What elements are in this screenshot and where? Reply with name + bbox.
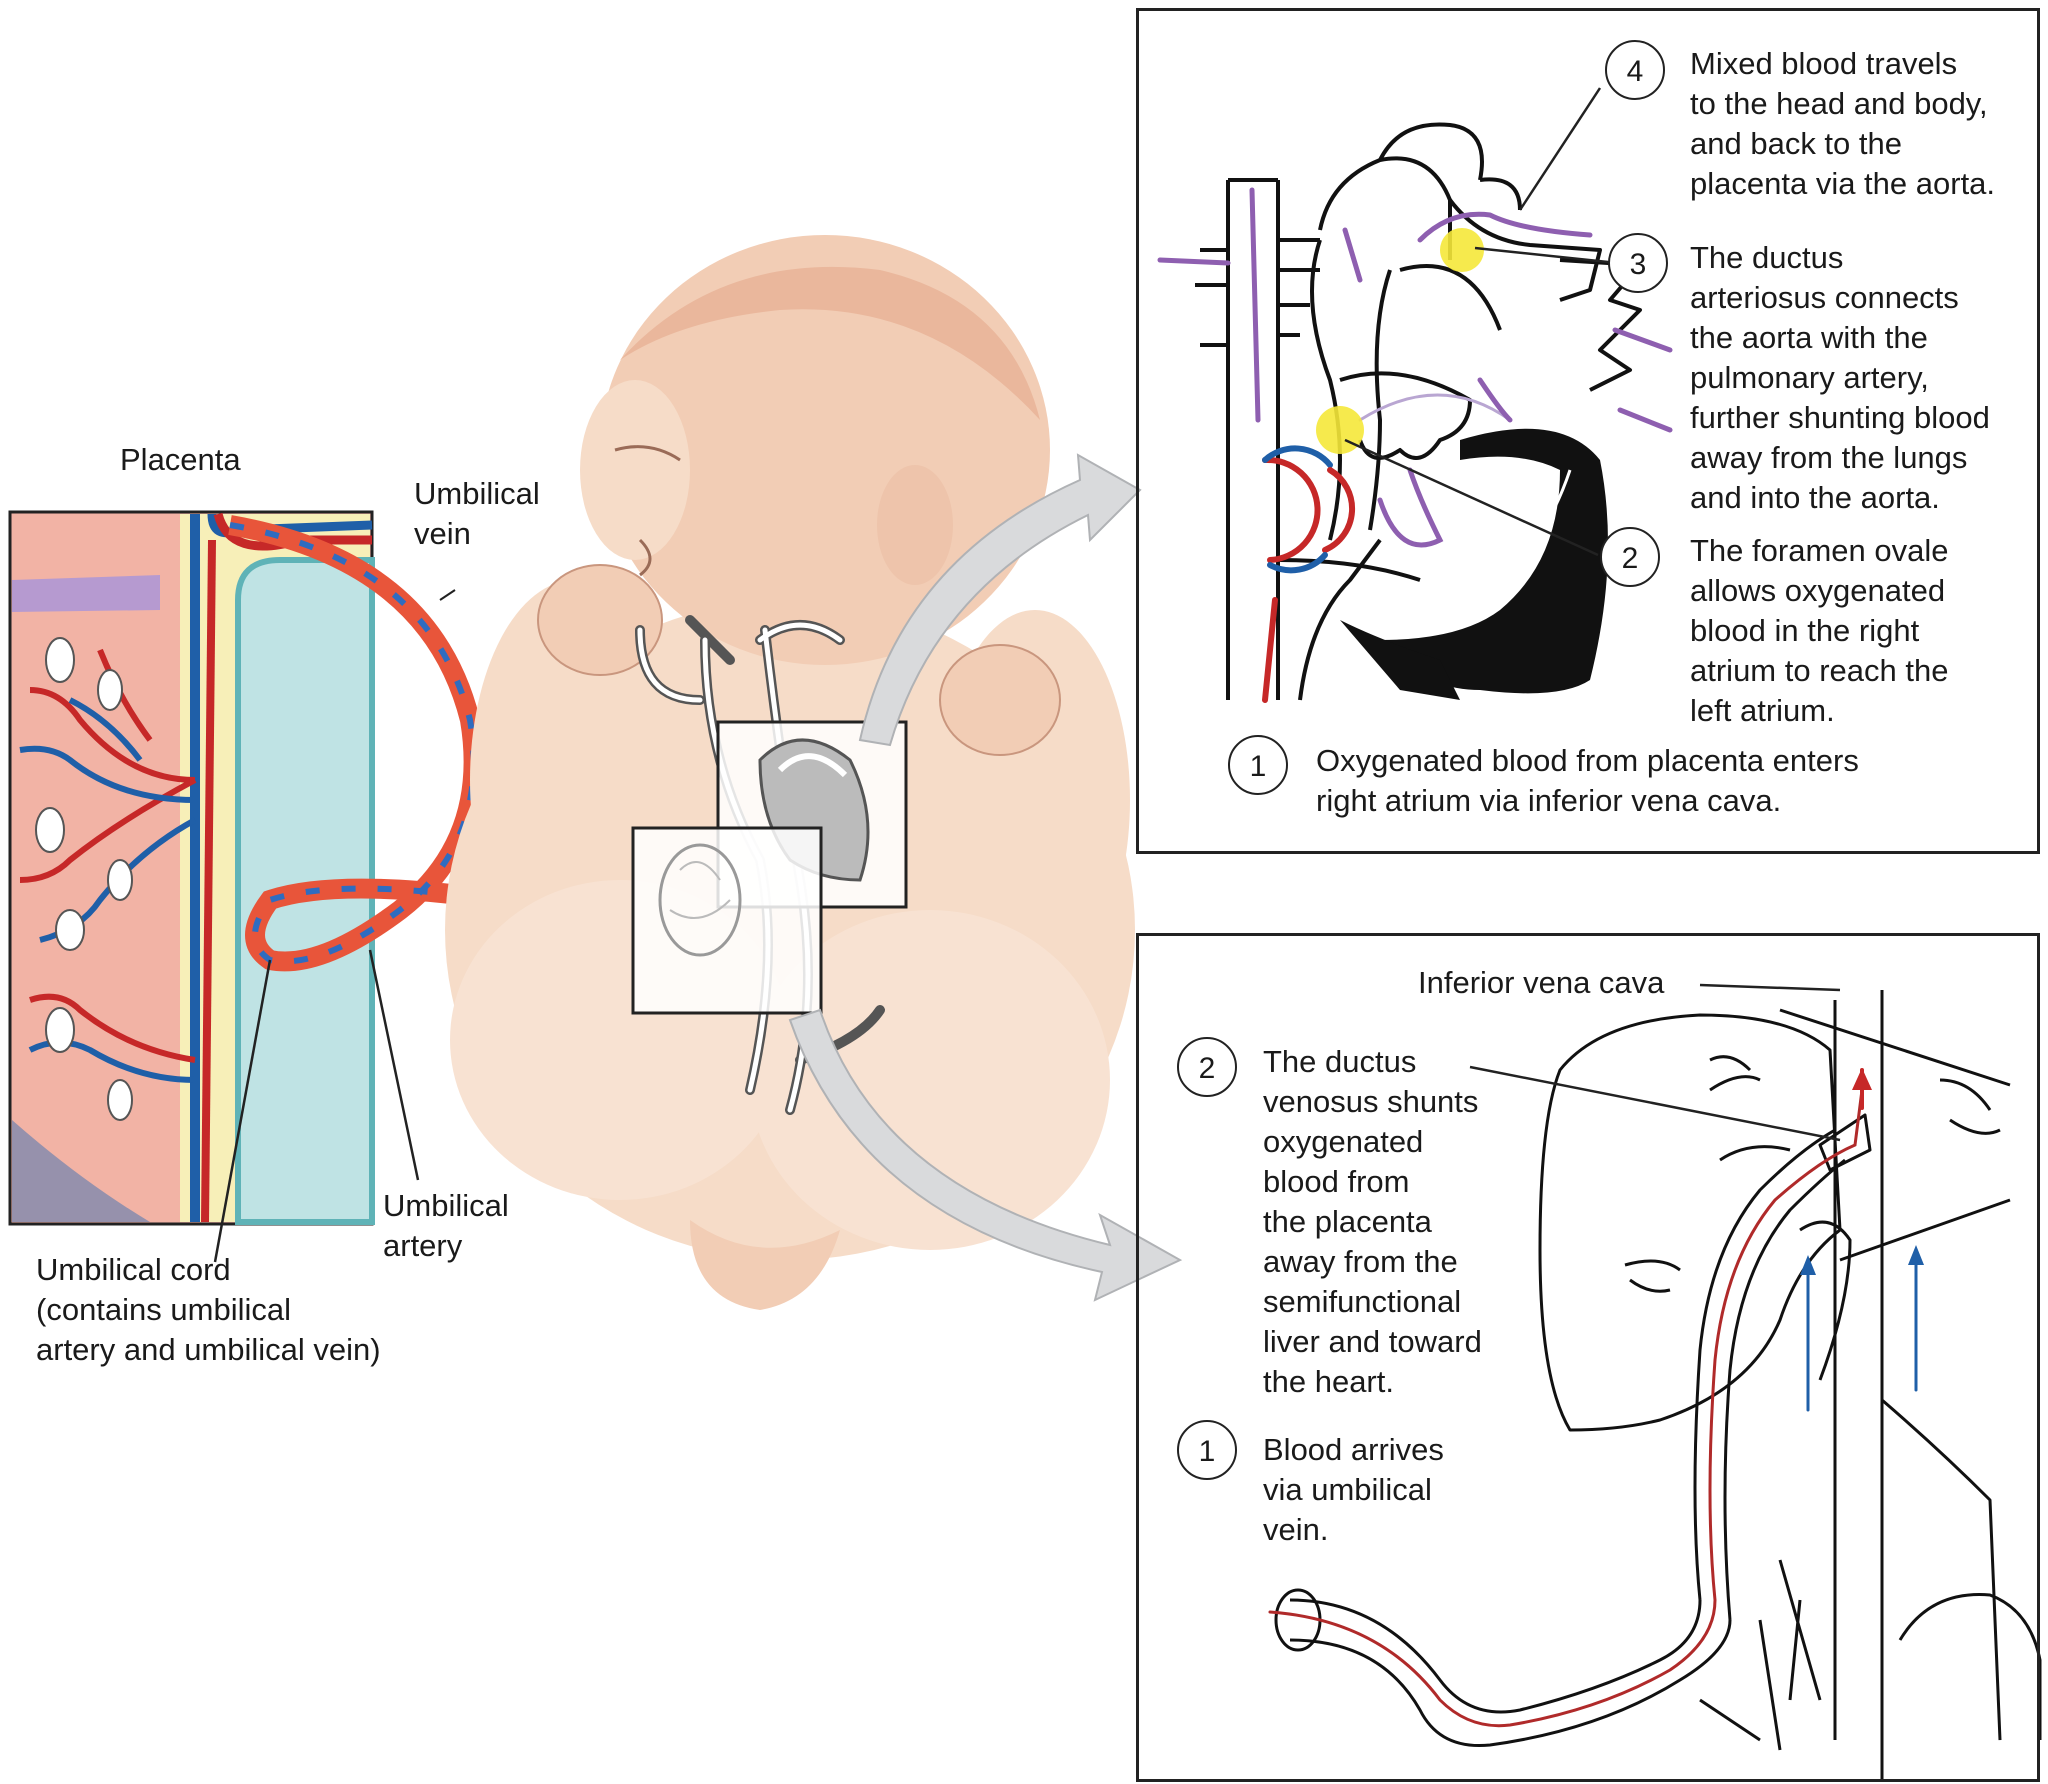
ductus-arteriosus-highlight — [1440, 228, 1484, 272]
liver-panel — [1136, 933, 2040, 1782]
liver-leader-lines — [1469, 983, 1841, 1142]
step-4-marker: 4 — [1605, 40, 1665, 100]
liver-step-1-marker: 1 — [1177, 1420, 1237, 1480]
heart-diagram — [1195, 122, 1642, 701]
heart-leader-lines — [1344, 87, 1609, 557]
step-1-marker: 1 — [1228, 735, 1288, 795]
fetus-illustration — [445, 235, 1135, 1310]
step-3-marker: 3 — [1608, 233, 1668, 293]
placenta-label: Placenta — [120, 442, 241, 477]
inferior-vena-cava-label: Inferior vena cava — [1418, 965, 1665, 1000]
umbilical-cord-leader — [213, 959, 272, 1263]
liver-step-2-marker: 2 — [1177, 1037, 1237, 1097]
placenta-illustration — [8, 510, 375, 1226]
liver-flow-lines — [1268, 1068, 1924, 1728]
umbilical-artery-leader — [368, 949, 420, 1181]
heart-panel — [1136, 8, 2040, 854]
heart-flow-arrows — [1157, 187, 1673, 703]
step-2-marker: 2 — [1600, 527, 1660, 587]
liver-diagram — [1274, 990, 2042, 1780]
heart-ventricle-wall — [1340, 428, 1608, 700]
